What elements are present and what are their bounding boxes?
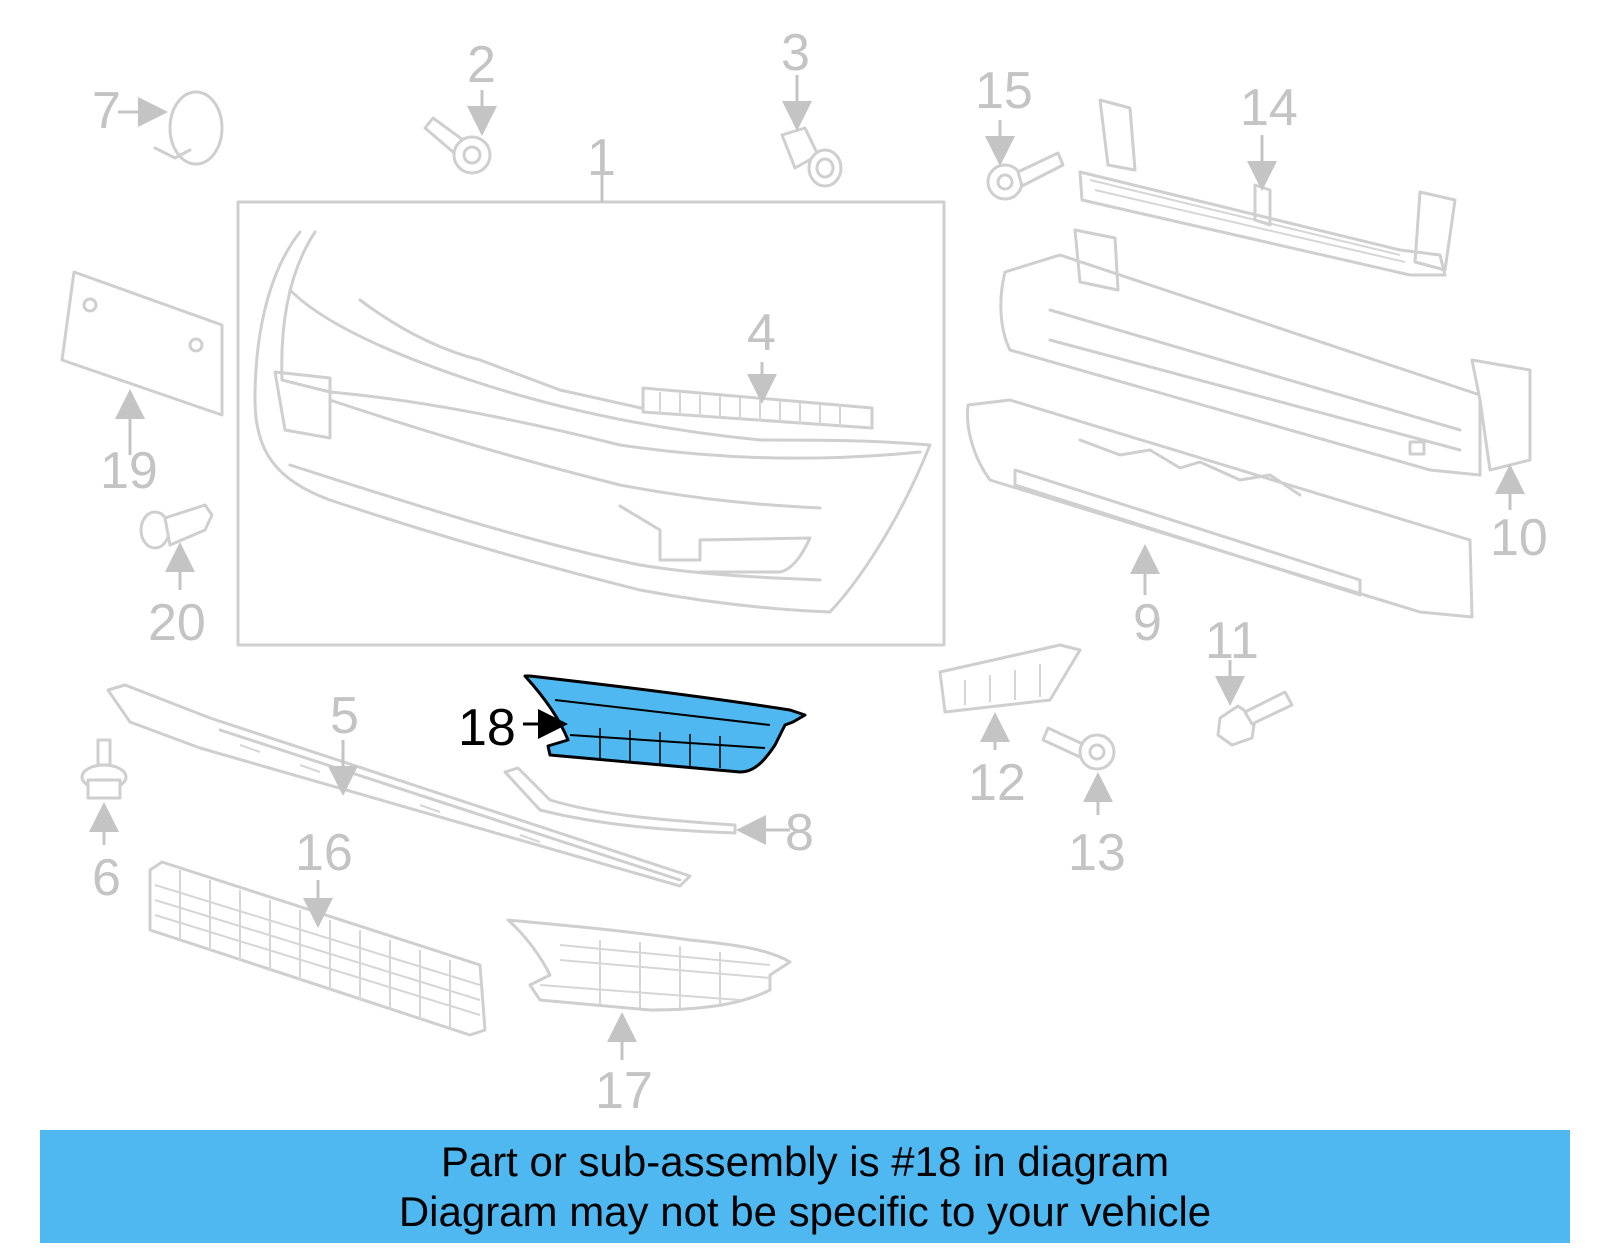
part-14-support-bracket	[1078, 98, 1457, 277]
part-6-screw	[80, 738, 128, 845]
part-5-lower-spoiler	[106, 683, 692, 888]
callout-5: 5	[330, 687, 359, 745]
callout-1: 1	[587, 129, 616, 187]
part-1-bumper-cover	[236, 170, 946, 647]
callout-12: 12	[968, 754, 1026, 812]
callout-9: 9	[1133, 594, 1162, 652]
info-banner: Part or sub-assembly is #18 in diagram D…	[40, 1130, 1570, 1243]
banner-line-disclaimer: Diagram may not be specific to your vehi…	[398, 1188, 1212, 1235]
callout-14: 14	[1240, 79, 1298, 137]
part-15-bolt	[985, 120, 1065, 201]
part-13-bolt	[1041, 726, 1116, 815]
callout-10: 10	[1490, 509, 1548, 567]
part-11-bolt	[1215, 660, 1294, 747]
callout-13: 13	[1068, 824, 1126, 882]
banner-line-part: Part or sub-assembly is #18 in diagram	[440, 1138, 1170, 1185]
callout-15: 15	[975, 62, 1033, 120]
part-20-push-clip	[139, 503, 214, 590]
part-18-highlighted-grille	[523, 674, 807, 774]
part-16-lower-grille	[148, 860, 487, 1037]
part-9-energy-absorber	[965, 398, 1474, 619]
callout-11: 11	[1205, 612, 1259, 670]
part-4-bracket	[641, 362, 874, 430]
part-7-tow-cap	[118, 90, 224, 166]
part-17-side-grille	[506, 918, 792, 1060]
callout-19: 19	[100, 442, 158, 500]
callout-4: 4	[747, 304, 776, 362]
callout-16: 16	[295, 824, 353, 882]
callout-7: 7	[92, 82, 121, 140]
callout-2: 2	[467, 36, 496, 94]
callout-18: 18	[458, 699, 516, 757]
callout-17: 17	[595, 1062, 653, 1120]
part-12-side-bracket	[938, 643, 1082, 750]
part-3-clip	[780, 75, 843, 188]
part-2-bolt	[423, 90, 497, 175]
part-19-license-bracket	[60, 270, 224, 455]
callout-20: 20	[148, 594, 206, 652]
callout-3: 3	[781, 24, 810, 82]
part-10-reinforcement	[999, 228, 1532, 510]
part-8-trim-strip	[503, 766, 790, 845]
callout-6: 6	[92, 849, 121, 907]
callout-8: 8	[785, 804, 814, 862]
